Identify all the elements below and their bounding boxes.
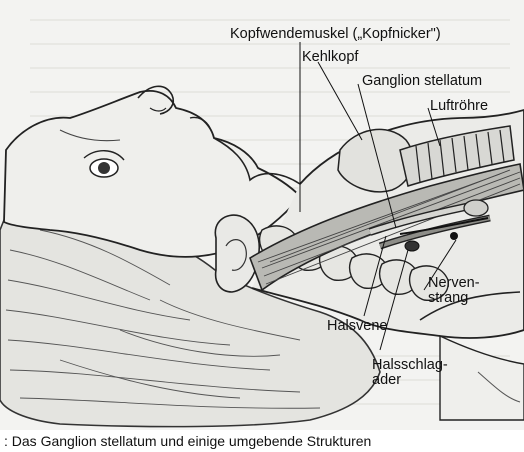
label-luftroehre: Luftröhre [430, 99, 488, 114]
lymph-node [464, 200, 488, 216]
pupil [98, 162, 110, 174]
label-halsvene: Halsvene [327, 319, 387, 334]
label-halsschlagader: Halsschlag- ader [372, 358, 468, 388]
ganglion-node [450, 232, 458, 240]
artery-cross-section [405, 241, 419, 251]
label-nervenstrang: Nerven- strang [428, 276, 498, 306]
label-nervenstrang-line1: Nerven- [428, 276, 498, 291]
figure-caption: : Das Ganglion stellatum und einige umge… [0, 430, 524, 452]
label-ganglion-stellatum: Ganglion stellatum [362, 74, 482, 89]
label-halsschlagader-line2: ader [372, 373, 468, 388]
label-kopfwendemuskel: Kopfwendemuskel („Kopfnicker") [230, 27, 441, 42]
label-kehlkopf: Kehlkopf [302, 50, 358, 65]
label-halsschlagader-line1: Halsschlag- [372, 358, 468, 373]
label-nervenstrang-line2: strang [428, 291, 498, 306]
ear [215, 215, 259, 292]
